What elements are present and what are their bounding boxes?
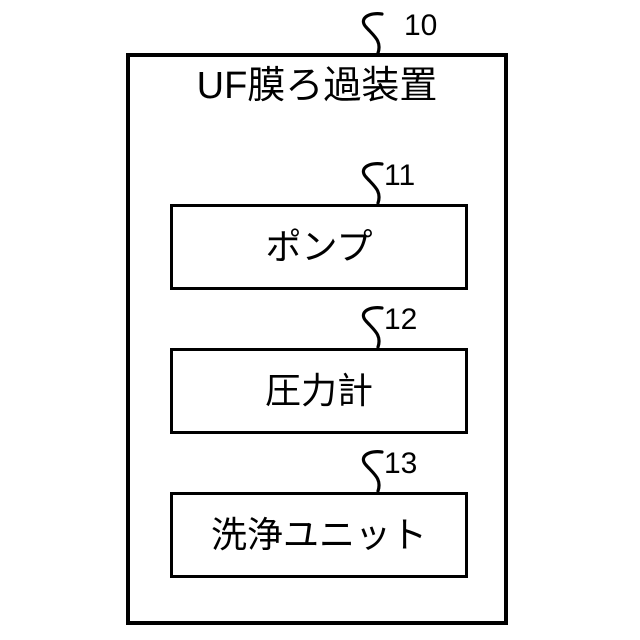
- apparatus-title: UF膜ろ過装置: [196, 65, 438, 107]
- reference-numeral-10: 10: [404, 9, 438, 42]
- leader-squiggle-icon: [361, 306, 384, 349]
- leader-squiggle-icon: [361, 12, 384, 55]
- component-box-cleaning-unit: 洗浄ユニット: [170, 492, 468, 578]
- component-label-cleaning-unit: 洗浄ユニット: [210, 514, 427, 555]
- component-label-pump: ポンプ: [265, 226, 373, 267]
- component-box-pump: ポンプ: [170, 204, 468, 290]
- component-label-pressure-gauge: 圧力計: [264, 370, 373, 411]
- reference-numeral-12: 12: [384, 303, 418, 336]
- leader-squiggle-icon: [361, 162, 384, 205]
- reference-numeral-13: 13: [384, 447, 418, 480]
- reference-numeral-11: 11: [384, 159, 416, 192]
- leader-squiggle-icon: [361, 450, 384, 493]
- component-box-pressure-gauge: 圧力計: [170, 348, 468, 434]
